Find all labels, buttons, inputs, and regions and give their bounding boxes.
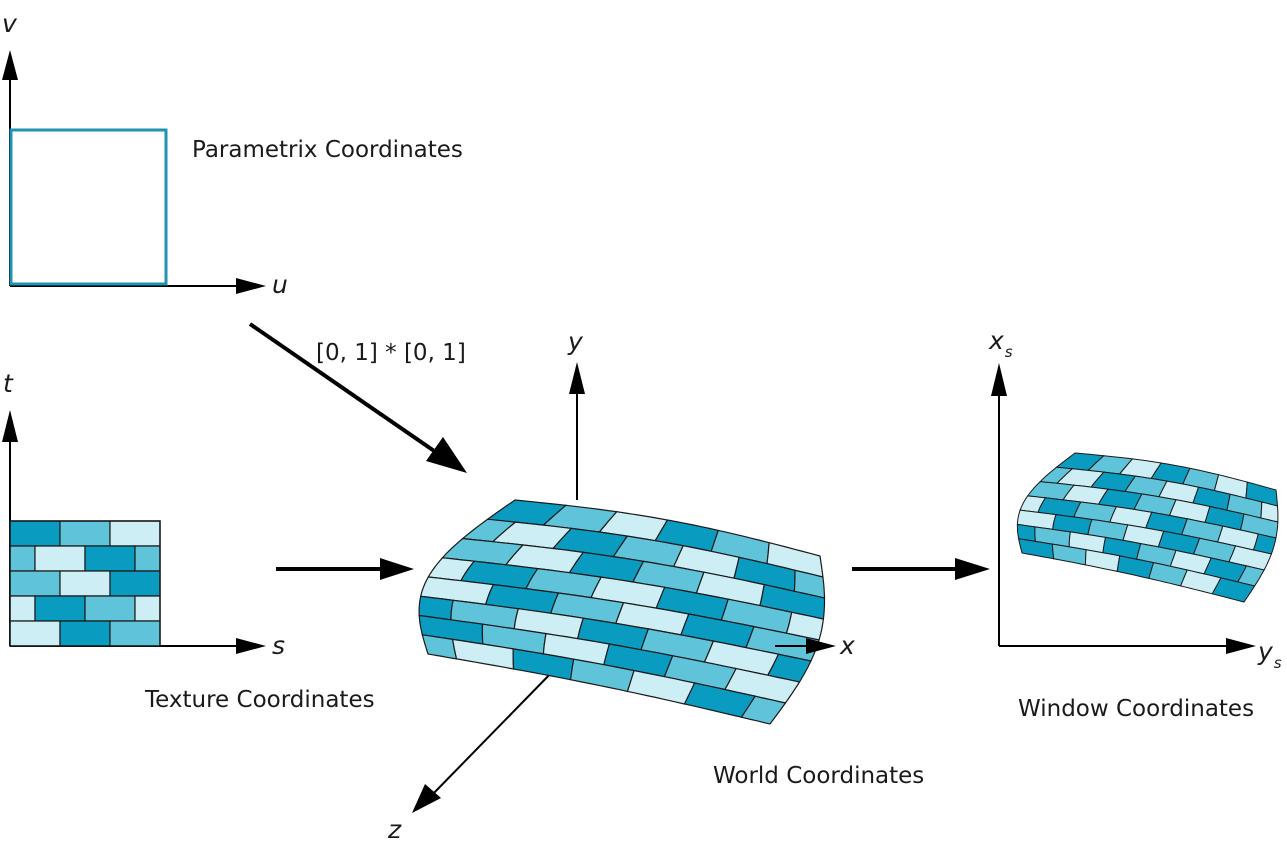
world-z-axis	[429, 667, 557, 798]
brick	[109, 620, 161, 647]
u-axis-arrowhead	[236, 278, 266, 294]
mapping-arrow: [0, 1] * [0, 1]	[248, 322, 467, 473]
window-projected-surface	[1016, 452, 1279, 603]
world-panel: y x z World Coordinates	[387, 327, 924, 844]
s-axis-arrowhead	[236, 638, 266, 654]
parametric-coordinates-label: Parametrix Coordinates	[192, 137, 463, 163]
texture-to-world-arrow	[276, 558, 414, 580]
world-curved-surface	[418, 499, 826, 725]
brick	[109, 570, 161, 597]
ys-axis-arrowhead	[1226, 638, 1256, 654]
t-axis-label: t	[3, 369, 14, 398]
brick	[34, 595, 86, 622]
brick	[84, 545, 136, 572]
window-panel: xs ys Window Coordinates	[988, 326, 1282, 722]
texture-coordinates-label: Texture Coordinates	[144, 687, 375, 713]
mapping-label: [0, 1] * [0, 1]	[316, 340, 466, 366]
brick	[134, 545, 161, 572]
brick	[9, 520, 61, 547]
brick	[59, 620, 111, 647]
world-to-window-arrowhead	[955, 558, 990, 580]
world-x-axis-arrowhead	[806, 638, 836, 654]
s-axis-label: s	[272, 631, 285, 660]
brick	[59, 570, 111, 597]
t-axis-arrowhead	[2, 410, 18, 442]
world-z-axis-label: z	[387, 815, 402, 844]
brick	[9, 595, 36, 622]
world-z-axis-arrowhead	[412, 784, 441, 813]
ys-axis-label: ys	[1257, 637, 1282, 672]
world-to-window-arrow	[852, 558, 990, 580]
window-coordinates-label: Window Coordinates	[1018, 696, 1254, 722]
texture-panel: t s Texture Coordinates	[2, 369, 375, 713]
parametric-panel: v u Parametrix Coordinates	[2, 9, 463, 299]
brick	[1211, 577, 1256, 603]
v-axis-label: v	[2, 9, 18, 38]
texture-brick-grid	[9, 520, 161, 647]
mapping-arrowhead	[426, 437, 467, 473]
world-y-axis-arrowhead	[569, 362, 585, 394]
brick	[9, 620, 61, 647]
brick	[9, 570, 61, 597]
brick	[59, 520, 111, 547]
brick	[34, 545, 86, 572]
brick	[740, 695, 787, 725]
v-axis-arrowhead	[2, 50, 18, 80]
brick	[134, 595, 161, 622]
texture-to-world-arrowhead	[380, 558, 414, 580]
xs-axis-label: xs	[988, 326, 1013, 361]
xs-axis-arrowhead	[991, 363, 1007, 396]
u-axis-label: u	[272, 270, 288, 299]
texture-border	[9, 520, 161, 647]
brick	[84, 595, 136, 622]
brick	[109, 520, 161, 547]
world-y-axis-label: y	[567, 327, 584, 356]
world-x-axis-label: x	[839, 631, 855, 660]
unit-square	[9, 128, 168, 286]
brick	[9, 545, 36, 572]
world-coordinates-label: World Coordinates	[713, 763, 924, 789]
